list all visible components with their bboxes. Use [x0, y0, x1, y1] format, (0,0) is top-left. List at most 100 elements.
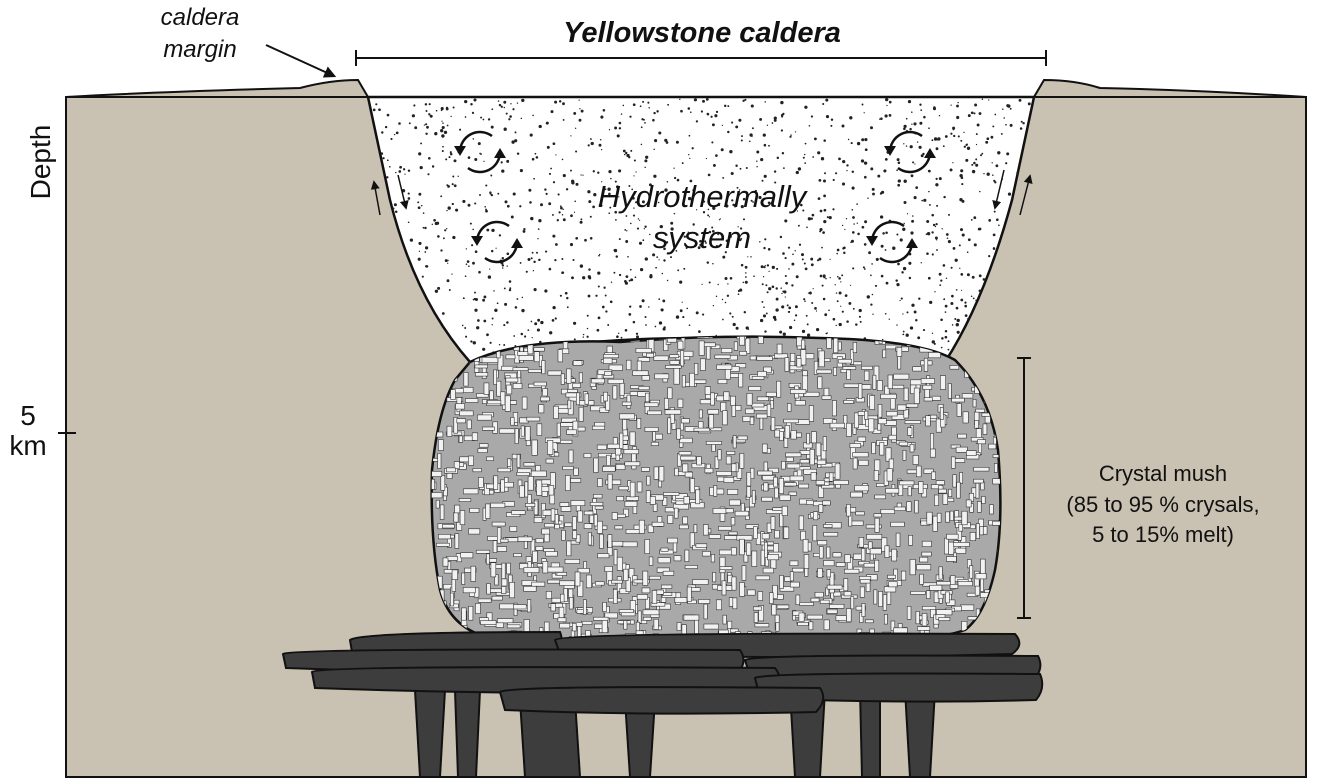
crystal-grain — [720, 348, 733, 353]
crystal-grain — [583, 510, 594, 516]
stipple-dot — [506, 204, 510, 208]
crystal-grain — [677, 340, 684, 350]
crystal-grain — [739, 351, 748, 356]
stipple-dot — [579, 220, 583, 224]
stipple-dot — [927, 276, 931, 280]
crystal-grain — [443, 569, 459, 574]
stipple-dot — [960, 298, 964, 302]
stipple-dot — [971, 163, 974, 166]
crystal-grain — [844, 554, 851, 564]
stipple-dot — [497, 192, 500, 195]
stipple-dot — [899, 299, 901, 302]
crystal-grain — [961, 393, 974, 399]
stipple-dot — [503, 287, 506, 290]
stipple-dot — [835, 292, 838, 294]
stipple-dot — [791, 262, 795, 266]
crystal-grain — [817, 568, 823, 578]
crystal-grain — [605, 479, 622, 485]
caldera-margin-label-line2: margin — [163, 36, 236, 63]
stipple-dot — [519, 205, 522, 208]
stipple-dot — [850, 142, 853, 145]
stipple-dot — [832, 317, 836, 321]
stipple-dot — [938, 114, 941, 117]
crystal-grain — [664, 507, 680, 513]
crystal-grain — [828, 472, 834, 482]
stipple-dot — [638, 219, 641, 221]
stipple-dot — [633, 159, 636, 162]
crystal-grain — [523, 585, 537, 592]
crystal-grain — [833, 367, 837, 376]
crystal-grain — [671, 493, 688, 499]
stipple-dot — [639, 105, 642, 108]
stipple-dot — [971, 169, 976, 174]
crystal-grain — [716, 364, 733, 370]
stipple-dot — [781, 292, 783, 295]
crystal-grain — [893, 373, 910, 380]
stipple-dot — [864, 138, 868, 142]
crystal-grain — [679, 437, 693, 444]
caldera-title: Yellowstone caldera — [563, 17, 841, 49]
crystal-grain — [752, 606, 762, 611]
crystal-grain — [681, 418, 690, 424]
stipple-dot — [472, 298, 475, 301]
crystal-grain — [669, 360, 680, 365]
stipple-dot — [407, 192, 410, 195]
crystal-grain — [517, 536, 533, 542]
crystal-grain — [501, 562, 506, 580]
stipple-dot — [450, 115, 452, 118]
stipple-dot — [762, 314, 767, 318]
stipple-dot — [935, 183, 939, 187]
crystal-grain — [612, 385, 618, 400]
stipple-dot — [419, 165, 423, 170]
stipple-dot — [870, 303, 873, 306]
crystal-grain — [596, 520, 603, 534]
crystal-grain — [547, 566, 564, 573]
crystal-grain — [575, 392, 580, 406]
stipple-dot — [482, 347, 486, 351]
crystal-grain — [871, 442, 876, 454]
stipple-dot — [978, 274, 982, 278]
stipple-dot — [718, 219, 721, 221]
crystal-grain — [603, 357, 613, 364]
stipple-dot — [732, 322, 736, 327]
crystal-grain — [505, 377, 519, 383]
stipple-dot — [935, 177, 938, 180]
stipple-dot — [516, 298, 519, 300]
crystal-grain — [722, 614, 727, 625]
stipple-dot — [395, 171, 397, 174]
stipple-dot — [863, 268, 866, 270]
stipple-dot — [863, 243, 867, 246]
stipple-dot — [694, 244, 696, 247]
stipple-dot — [992, 233, 996, 237]
stipple-dot — [521, 98, 525, 103]
stipple-dot — [858, 315, 861, 318]
crystal-grain — [818, 350, 825, 368]
stipple-dot — [1006, 152, 1010, 156]
crystal-grain — [774, 429, 780, 438]
crystal-grain — [454, 533, 460, 549]
crystal-grain — [811, 431, 817, 444]
crystal-grain — [753, 612, 759, 623]
stipple-dot — [922, 152, 925, 156]
stipple-dot — [978, 289, 982, 293]
stipple-dot — [484, 205, 487, 208]
stipple-dot — [998, 224, 1000, 227]
circulation-arrow-icon — [866, 220, 918, 264]
stipple-dot — [448, 289, 451, 291]
stipple-dot — [803, 298, 806, 301]
crystal-grain — [446, 425, 453, 437]
stipple-dot — [413, 104, 416, 107]
stipple-dot — [579, 264, 584, 268]
crystal-grain — [974, 420, 979, 429]
stipple-dot — [505, 112, 508, 115]
stipple-dot — [545, 121, 549, 125]
stipple-dot — [730, 171, 734, 176]
stipple-dot — [819, 209, 823, 213]
crystal-grain — [852, 342, 858, 353]
stipple-dot — [954, 317, 957, 321]
crystal-grain — [791, 567, 805, 573]
stipple-dot — [871, 187, 875, 191]
crystal-grain — [560, 506, 572, 512]
crystal-grain — [923, 397, 933, 402]
stipple-dot — [629, 305, 632, 308]
